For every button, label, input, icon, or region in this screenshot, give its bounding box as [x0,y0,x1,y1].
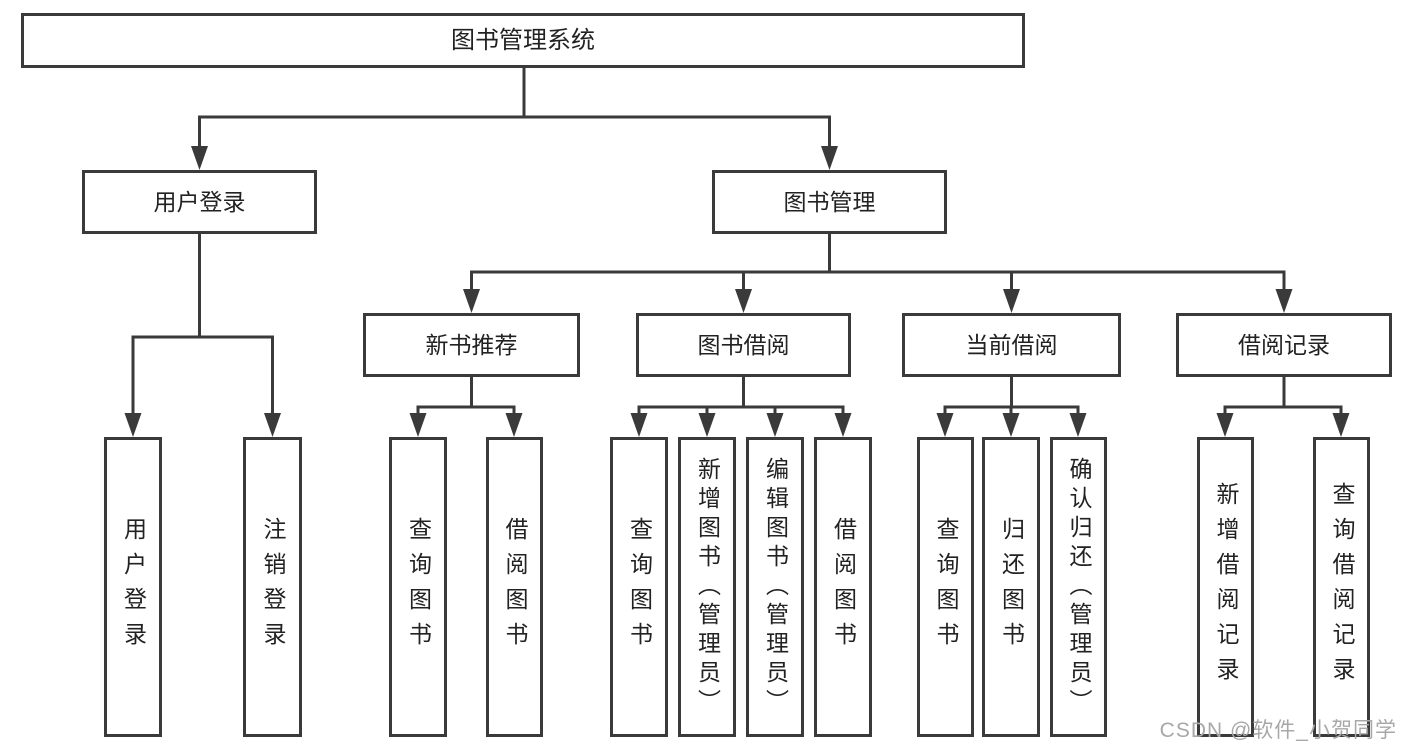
node-library-management-system: 图书管理系统 [21,13,1025,68]
node-book-management: 图书管理 [712,170,947,234]
node-label: 查询图书 [626,517,653,657]
node-book-borrowing: 图书借阅 [636,313,851,377]
node-label: 注销登录 [260,517,286,657]
node-label: 确认归还（管理员） [1066,456,1092,718]
leaf-nb-query-book: 查询图书 [389,437,447,737]
node-new-book-recommendation: 新书推荐 [363,313,580,377]
node-label: 用户登录 [153,188,246,215]
node-label: 查询借阅记录 [1329,482,1355,692]
node-label: 当前借阅 [965,331,1058,358]
node-borrowing-records: 借阅记录 [1176,313,1392,377]
leaf-cb-return-book: 归还图书 [982,437,1040,737]
node-user-login: 用户登录 [82,170,317,234]
node-label: 图书管理 [783,188,876,215]
arrowheads [124,146,1350,437]
leaf-bb-add-book-admin: 新增图书（管理员） [678,437,736,737]
node-label: 编辑图书（管理员） [762,456,789,718]
leaf-br-query-record: 查询借阅记录 [1313,437,1370,737]
node-label: 新增借阅记录 [1213,482,1239,692]
leaf-logout: 注销登录 [243,437,302,737]
node-label: 归还图书 [998,517,1025,657]
node-label: 查询图书 [933,517,959,657]
leaf-br-add-record: 新增借阅记录 [1197,437,1254,737]
csdn-watermark: CSDN @软件_小贺同学 [1159,719,1397,742]
node-label: 图书借阅 [697,331,790,358]
leaf-bb-borrow-book: 借阅图书 [814,437,872,737]
leaf-cb-query-book: 查询图书 [917,437,974,737]
leaf-bb-edit-book-admin: 编辑图书（管理员） [746,437,804,737]
node-label: 借阅图书 [830,517,857,657]
node-current-borrowing: 当前借阅 [902,313,1121,377]
node-label: 借阅记录 [1238,331,1330,358]
leaf-user-login: 用户登录 [104,437,162,737]
node-label: 新增图书（管理员） [694,456,721,718]
leaf-cb-confirm-return-admin: 确认归还（管理员） [1050,437,1107,737]
leaf-nb-borrow-book: 借阅图书 [486,437,543,737]
node-label: 用户登录 [120,517,147,657]
node-label: 查询图书 [405,517,432,657]
node-label: 借阅图书 [502,517,528,657]
node-label: 图书管理系统 [451,26,595,54]
leaf-bb-query-book: 查询图书 [610,437,668,737]
node-label: 新书推荐 [425,331,518,358]
